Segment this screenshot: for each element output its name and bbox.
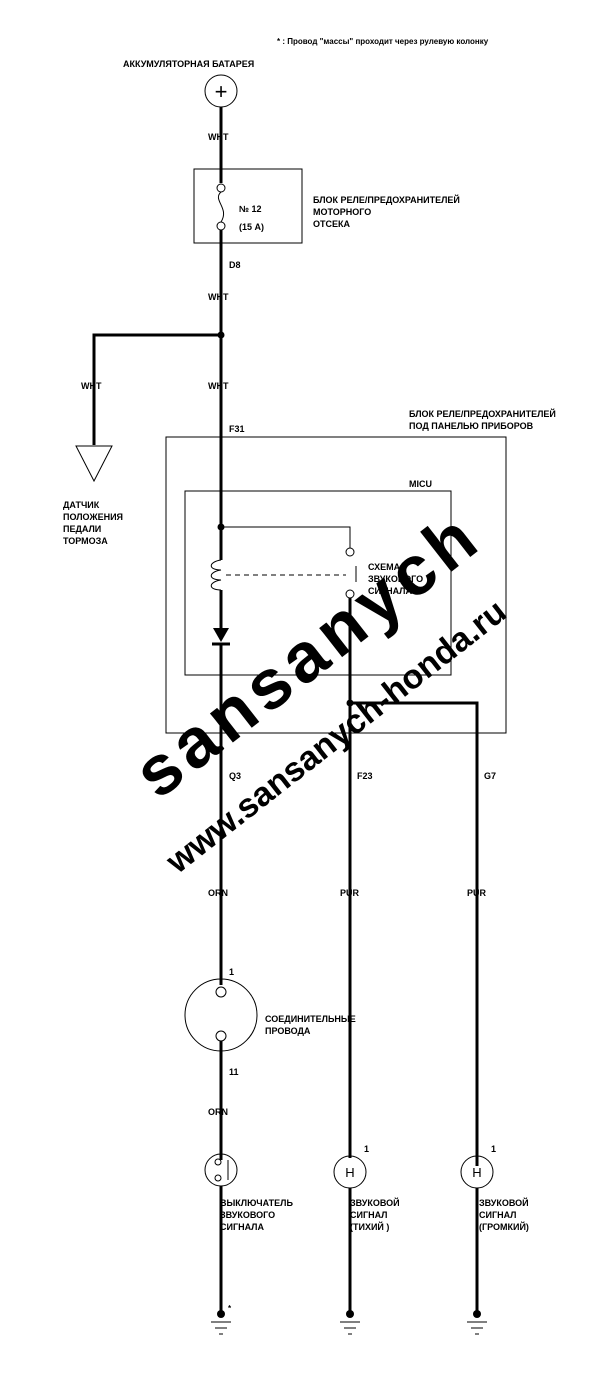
fuse-terminal-top <box>216 183 226 193</box>
wire-color-pur-1: PUR <box>340 888 360 898</box>
fuse-rating: (15 А) <box>239 222 264 232</box>
horn-switch-label-1: ВЫКЛЮЧАТЕЛЬ <box>220 1198 293 1208</box>
ground-icon-2 <box>340 1310 360 1335</box>
wire-branch-brake-sensor <box>92 333 221 445</box>
ground-icon-1 <box>211 1310 231 1335</box>
brake-sensor-icon <box>75 445 113 483</box>
cable-reel-pin-11: 11 <box>229 1067 239 1077</box>
brake-sensor-label-4: ТОРМОЗА <box>63 536 108 546</box>
connector-g7: G7 <box>484 771 496 781</box>
horn-high-pin: 1 <box>491 1144 496 1154</box>
ground-icon-3 <box>467 1310 487 1335</box>
fuse-terminal-bottom <box>216 221 226 231</box>
wire-color-wht-4: WHT <box>208 381 229 391</box>
dash-fuse-box-label-1: БЛОК РЕЛЕ/ПРЕДОХРАНИТЕЛЕЙ <box>409 408 556 419</box>
wire-color-wht-3: WHT <box>81 381 102 391</box>
wire-color-orn-2: ORN <box>208 1107 228 1117</box>
horn-switch-label-2: ЗВУКОВОГО <box>220 1210 275 1220</box>
dash-fuse-box-label-2: ПОД ПАНЕЛЬЮ ПРИБОРОВ <box>409 421 534 431</box>
connector-f31: F31 <box>229 424 245 434</box>
wire-to-horn-circuit <box>221 526 351 548</box>
micu-label: MICU <box>409 479 432 489</box>
cable-reel-pin-1: 1 <box>229 967 234 977</box>
brake-sensor-label-2: ПОЛОЖЕНИЯ <box>63 512 123 522</box>
horn-circuit-terminal-top <box>345 547 355 557</box>
horn-high-label-1: ЗВУКОВОЙ <box>479 1197 529 1208</box>
horn-low-label-3: (ТИХИЙ ) <box>350 1221 389 1232</box>
horn-switch-terminal-bottom <box>214 1174 222 1182</box>
fuse-number: № 12 <box>239 204 262 214</box>
horn-low-pin: 1 <box>364 1144 369 1154</box>
ground-note: * : Провод "массы" проходит через рулеву… <box>277 37 489 46</box>
diode-icon <box>213 628 229 642</box>
horn-circuit-label-3: СИГНАЛА <box>368 586 412 596</box>
cable-reel-label-1: СОЕДИНИТЕЛЬНЫЕ <box>265 1014 356 1024</box>
connector-q3: Q3 <box>229 771 241 781</box>
battery-label: АККУМУЛЯТОРНАЯ БАТАРЕЯ <box>123 59 254 69</box>
horn-circuit-label-1: СХЕМА <box>368 562 401 572</box>
horn-low-label-1: ЗВУКОВОЙ <box>350 1197 400 1208</box>
horn-low-label-2: СИГНАЛ <box>350 1210 388 1220</box>
watermark: sansanych www.sansanych-honda.ru <box>119 495 513 881</box>
connector-f23: F23 <box>357 771 373 781</box>
horn-circuit-label-2: ЗВУКОВОГО <box>368 574 423 584</box>
horn-low-symbol: H <box>345 1165 354 1180</box>
wire-color-wht-2: WHT <box>208 292 229 302</box>
engine-fuse-box-label-2: МОТОРНОГО <box>313 207 371 217</box>
cable-reel-icon <box>184 978 258 1052</box>
relay-coil-icon <box>210 559 222 591</box>
engine-fuse-box-label-1: БЛОК РЕЛЕ/ПРЕДОХРАНИТЕЛЕЙ <box>313 194 460 205</box>
fuse-12-icon <box>217 191 225 223</box>
cable-reel-terminal-bottom <box>215 1030 227 1042</box>
ground-marker: * <box>228 1304 232 1313</box>
brake-sensor-label-1: ДАТЧИК <box>63 500 100 510</box>
engine-fuse-box-label-3: ОТСЕКА <box>313 219 350 229</box>
horn-switch-terminal-top <box>214 1158 222 1166</box>
micu-box <box>184 490 452 676</box>
engine-fuse-box <box>193 168 303 244</box>
horn-switch-label-3: СИГНАЛА <box>220 1222 264 1232</box>
wire-color-wht-1: WHT <box>208 132 229 142</box>
brake-sensor-label-3: ПЕДАЛИ <box>63 524 101 534</box>
wire-color-orn-1: ORN <box>208 888 228 898</box>
horn-high-symbol: H <box>472 1165 481 1180</box>
dash-fuse-box <box>165 436 507 734</box>
horn-high-label-3: (ГРОМКИЙ) <box>479 1221 529 1232</box>
connector-d8: D8 <box>229 260 241 270</box>
wire-color-pur-2: PUR <box>467 888 487 898</box>
cable-reel-terminal-top <box>215 986 227 998</box>
battery-plus-icon: + <box>215 79 228 104</box>
cable-reel-label-2: ПРОВОДА <box>265 1026 311 1036</box>
wire-to-g7 <box>350 701 479 1166</box>
horn-high-label-2: СИГНАЛ <box>479 1210 517 1220</box>
